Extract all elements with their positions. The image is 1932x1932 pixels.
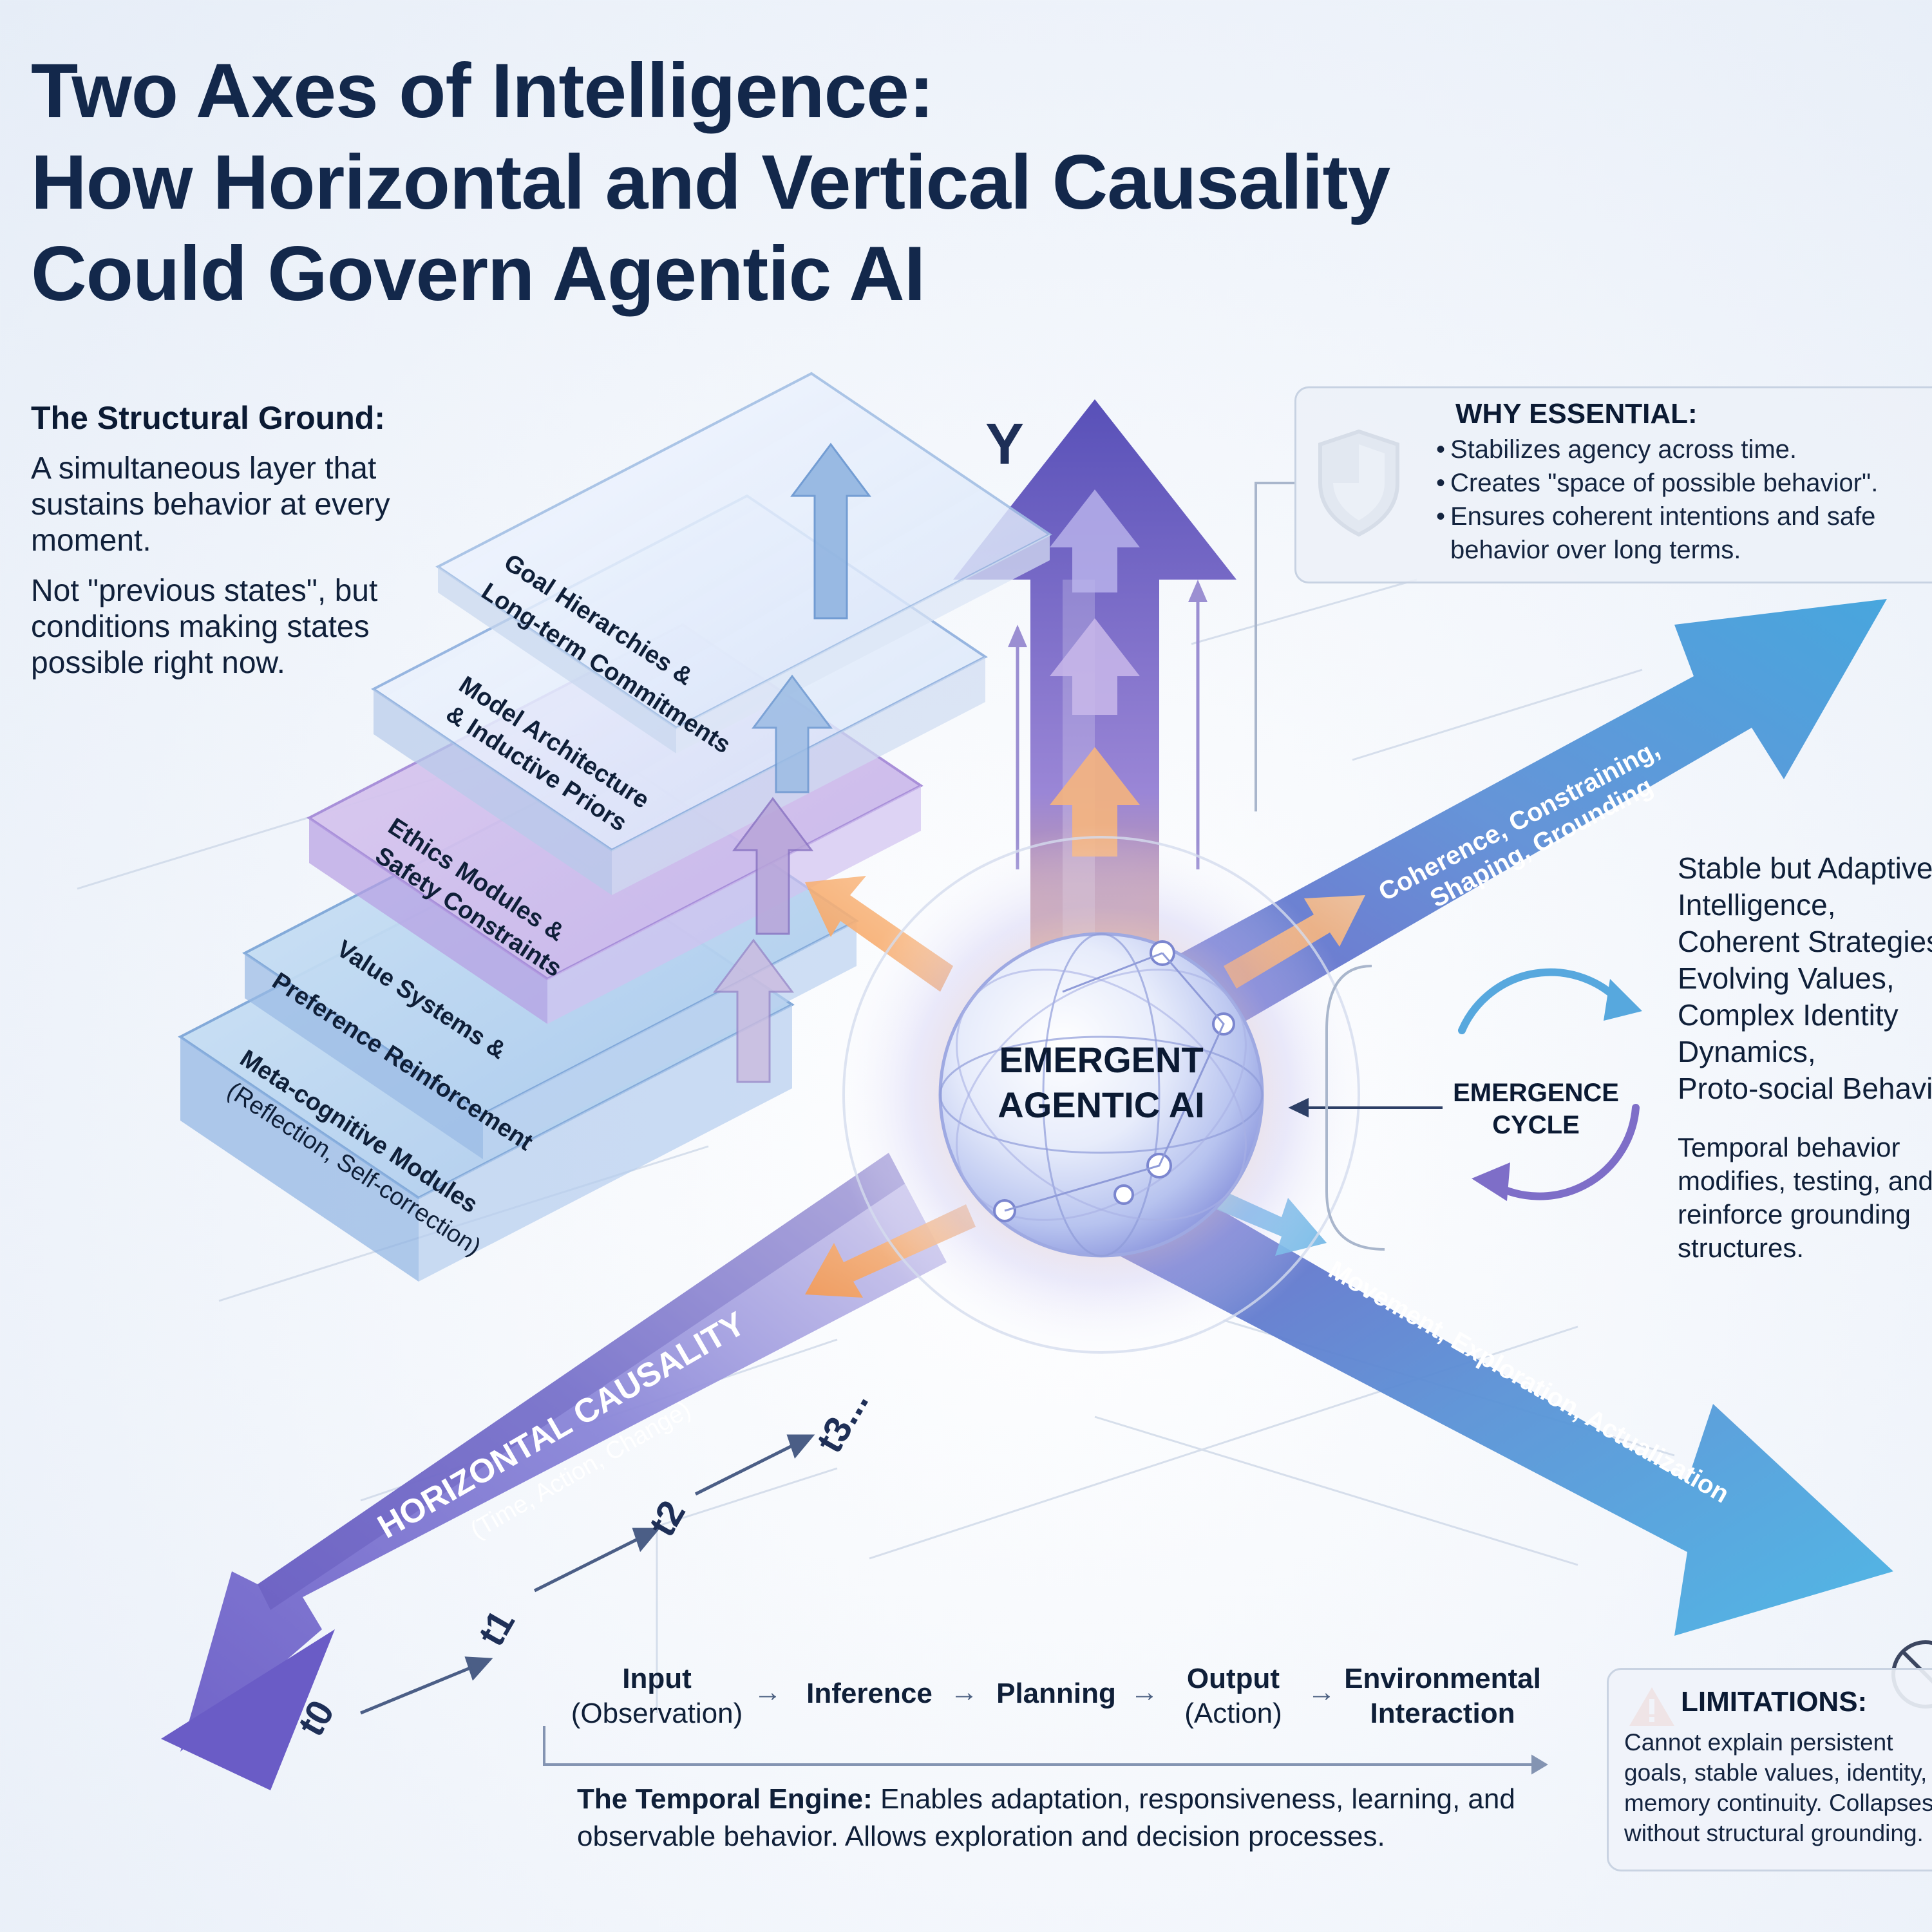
outcome-line: Stable but Adaptive <box>1678 851 1932 885</box>
title-line-2: How Horizontal and Vertical Causality <box>31 139 1390 225</box>
cycle-label-line2: CYCLE <box>1492 1111 1580 1139</box>
horizontal-causality-title: HORIZONTAL CAUSALITY <box>372 1305 752 1546</box>
cycle-arrows-icon <box>1458 968 1642 1201</box>
pipeline-step-output: Output (Action) <box>1184 1663 1282 1729</box>
why-essential-item: •Ensures coherent intentions and safe <box>1436 502 1876 531</box>
structural-ground-paragraph-1: A simultaneous layer that sustains behav… <box>31 451 390 558</box>
outcome-line: Complex Identity <box>1678 998 1899 1032</box>
outcome-line: Proto-social Behavior <box>1678 1072 1932 1105</box>
cycle-label-line1: EMERGENCE <box>1453 1079 1619 1107</box>
limitations-line: goals, stable values, identity, <box>1624 1759 1927 1786</box>
temporal-feedback-note: Temporal behavior modifies, testing, and… <box>1678 1131 1932 1265</box>
globe-network-icon <box>831 824 1372 1365</box>
y-axis-label: Y <box>985 412 1024 477</box>
title-line-3: Could Govern Agentic AI <box>31 231 925 317</box>
pipeline-arrow: → <box>753 1676 782 1708</box>
center-label-line1: EMERGENT <box>999 1039 1203 1080</box>
outcome-line: Intelligence, <box>1678 888 1836 922</box>
why-essential-item: behavior over long terms. <box>1450 536 1741 564</box>
title-line-1: Two Axes of Intelligence: <box>31 48 934 134</box>
cycle-to-center-arrow <box>1288 1097 1443 1118</box>
center-label-line2: AGENTIC AI <box>998 1084 1204 1125</box>
temporal-note-line: modifies, testing, and <box>1678 1166 1932 1196</box>
temporal-note-line: Temporal behavior <box>1678 1132 1900 1162</box>
limitations-line: memory continuity. Collapses <box>1624 1790 1932 1816</box>
pipeline-arrow: → <box>950 1676 978 1708</box>
pipeline-step-input: Input (Observation) <box>571 1663 743 1729</box>
structural-ground-paragraph-2: Not "previous states", but conditions ma… <box>31 574 378 680</box>
why-connector <box>1255 482 1294 811</box>
temporal-note-line: reinforce grounding <box>1678 1199 1911 1229</box>
cycle-bracket <box>1325 965 1385 1251</box>
timeline-t1: t1 <box>470 1603 523 1653</box>
pipeline-step-inference: Inference <box>806 1678 933 1709</box>
why-essential-list: •Stabilizes agency across time. •Creates… <box>1436 433 1932 567</box>
outcome-line: Evolving Values, <box>1678 961 1895 995</box>
temporal-engine-description: Enables adaptation, responsiveness, lear… <box>577 1783 1515 1852</box>
y-inner-arrows <box>1050 489 1140 857</box>
thin-up-arrows <box>1008 580 1208 869</box>
structural-ground-heading: The Structural Ground: <box>31 400 385 436</box>
page-title: Two Axes of Intelligence: How Horizontal… <box>31 45 1641 319</box>
limitations-heading: LIMITATIONS: <box>1681 1686 1868 1718</box>
limitations-box <box>1607 1668 1932 1871</box>
structural-ground-panel: The Structural Ground: A simultaneous la… <box>31 399 443 696</box>
pipeline-arrow: → <box>1130 1676 1159 1708</box>
temporal-engine-text: The Temporal Engine: Enables adaptation,… <box>577 1781 1543 1855</box>
outcome-line: Dynamics, <box>1678 1035 1816 1068</box>
upper-right-arrow-text-1: Coherence, Constraining, <box>1374 735 1664 907</box>
why-essential-item: •Creates "space of possible behavior". <box>1436 469 1879 497</box>
temporal-engine-label: The Temporal Engine: <box>577 1783 873 1815</box>
layer-up-arrows <box>713 442 871 1083</box>
pipeline-step-environment: Environmental Interaction <box>1344 1663 1541 1729</box>
horizontal-causality-arrow <box>161 1153 947 1790</box>
layer-stack <box>178 372 1052 1282</box>
outcomes-text: Stable but Adaptive Intelligence, Cohere… <box>1678 850 1932 1107</box>
why-essential-heading: WHY ESSENTIAL: <box>1455 398 1698 430</box>
timeline-t3: t3... <box>808 1383 876 1459</box>
limitations-line: without structural grounding. <box>1624 1820 1924 1846</box>
why-essential-box <box>1294 386 1932 583</box>
pipeline-baseline <box>543 1726 1548 1775</box>
pipeline-arrow: → <box>1307 1676 1336 1708</box>
pipeline-step-planning: Planning <box>996 1678 1116 1709</box>
temporal-note-line: structures. <box>1678 1233 1804 1263</box>
timeline-arrows <box>360 1434 815 1715</box>
outcome-line: Coherent Strategies, <box>1678 925 1932 958</box>
why-essential-item: •Stabilizes agency across time. <box>1436 435 1797 464</box>
limitations-line: Cannot explain persistent <box>1624 1729 1893 1756</box>
limitations-text: Cannot explain persistent goals, stable … <box>1624 1727 1932 1848</box>
